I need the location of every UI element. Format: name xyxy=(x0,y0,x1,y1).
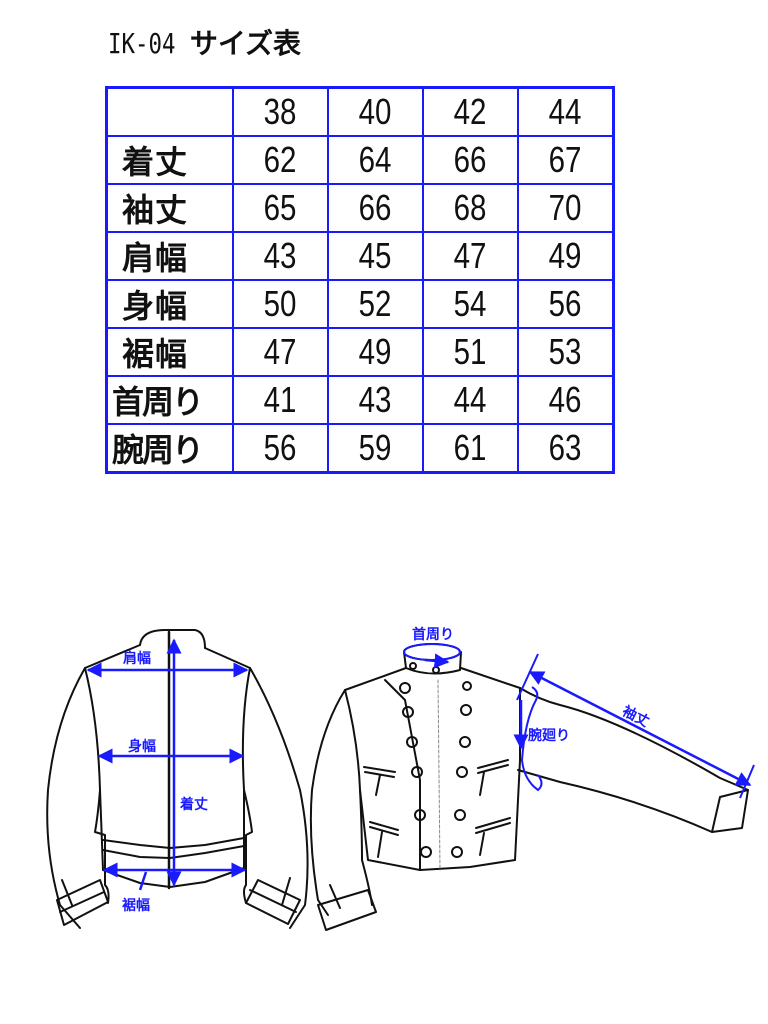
table-row-hem: 裾幅 47 49 51 53 xyxy=(105,327,614,377)
title-text: サイズ表 xyxy=(189,27,302,60)
table-cell: 49 xyxy=(326,327,424,377)
row-label: 着丈 xyxy=(105,135,234,185)
size-header: 42 xyxy=(421,86,519,137)
table-cell: 44 xyxy=(421,375,519,425)
header-row: 38 40 42 44 xyxy=(105,86,614,137)
table-cell: 52 xyxy=(326,279,424,329)
table-cell: 62 xyxy=(231,135,329,185)
table-cell: 66 xyxy=(326,183,424,233)
back-measure-lines xyxy=(86,638,249,891)
table-cell: 50 xyxy=(231,279,329,329)
table-cell: 45 xyxy=(326,231,424,281)
row-label: 腕周り xyxy=(105,423,234,474)
table-cell: 43 xyxy=(326,375,424,425)
table-cell: 70 xyxy=(516,183,614,233)
front-measure-lines xyxy=(403,643,755,799)
table-row-sleeve: 袖丈 65 66 68 70 xyxy=(105,183,614,233)
table-cell: 59 xyxy=(326,423,424,474)
table-cell: 56 xyxy=(516,279,614,329)
body-width-label: 身幅 xyxy=(128,739,156,755)
table-cell: 51 xyxy=(421,327,519,377)
table-cell: 65 xyxy=(231,183,329,233)
row-label: 身幅 xyxy=(105,279,234,329)
table-cell: 47 xyxy=(421,231,519,281)
table-row-length: 着丈 62 64 66 67 xyxy=(105,135,614,185)
hem-width-label: 裾幅 xyxy=(122,898,150,914)
length-label: 着丈 xyxy=(180,797,208,813)
table-cell: 64 xyxy=(326,135,424,185)
table-row-neck: 首周り 41 43 44 46 xyxy=(105,375,614,425)
row-label: 袖丈 xyxy=(105,183,234,233)
table-cell: 53 xyxy=(516,327,614,377)
row-label: 首周り xyxy=(105,375,234,425)
table-cell: 41 xyxy=(231,375,329,425)
table-cell: 61 xyxy=(421,423,519,474)
page-title: IK-04 サイズ表 xyxy=(108,22,301,62)
row-label: 肩幅 xyxy=(105,231,234,281)
table-cell: 68 xyxy=(421,183,519,233)
table-cell: 56 xyxy=(231,423,329,474)
size-header: 38 xyxy=(231,86,329,137)
neck-label: 首周り xyxy=(412,627,454,643)
table-cell: 43 xyxy=(231,231,329,281)
jacket-diagram xyxy=(46,629,755,931)
armhole-label: 腕廻り xyxy=(528,728,570,744)
product-code: IK-04 xyxy=(108,27,176,60)
row-label: 裾幅 xyxy=(105,327,234,377)
table-cell: 49 xyxy=(516,231,614,281)
table-cell: 46 xyxy=(516,375,614,425)
table-row-shoulder: 肩幅 43 45 47 49 xyxy=(105,231,614,281)
table-cell: 67 xyxy=(516,135,614,185)
table-cell: 66 xyxy=(421,135,519,185)
size-header: 44 xyxy=(516,86,614,137)
back-jacket-icon xyxy=(46,629,309,929)
table-cell: 63 xyxy=(516,423,614,474)
table-row-body-width: 身幅 50 52 54 56 xyxy=(105,279,614,329)
shoulder-width-label: 肩幅 xyxy=(123,651,151,667)
front-jacket-icon xyxy=(309,643,749,931)
table-cell: 54 xyxy=(421,279,519,329)
corner-cell xyxy=(105,86,234,137)
table-cell: 47 xyxy=(231,327,329,377)
size-header: 40 xyxy=(326,86,424,137)
table-row-arm: 腕周り 56 59 61 63 xyxy=(105,423,614,474)
size-table: 38 40 42 44 着丈 62 64 66 67 袖丈 65 66 68 7… xyxy=(105,86,615,474)
